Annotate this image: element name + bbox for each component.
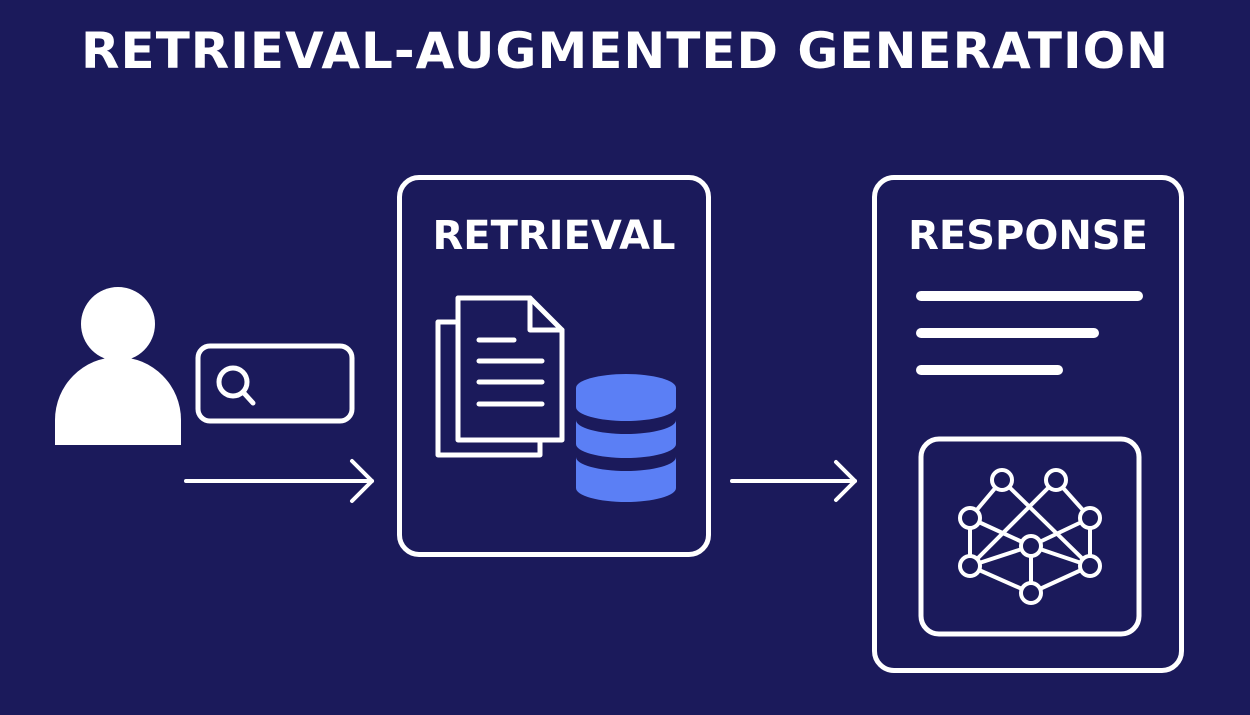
documents-icon [435, 295, 565, 458]
diagram-title: RETRIEVAL-AUGMENTED GENERATION [81, 22, 1169, 80]
response-label: RESPONSE [908, 213, 1148, 259]
search-box [195, 343, 355, 424]
response-panel: RESPONSE [872, 175, 1184, 673]
arrow-icon [184, 459, 374, 503]
neural-network-icon [958, 468, 1102, 605]
database-icon [576, 374, 676, 502]
arrow-icon [730, 460, 857, 502]
neural-network-box [918, 436, 1142, 637]
retrieval-panel: RETRIEVAL [397, 175, 711, 557]
user-icon [55, 287, 181, 445]
text-lines-icon [916, 291, 1143, 375]
retrieval-label: RETRIEVAL [432, 213, 676, 259]
search-icon [216, 365, 256, 406]
